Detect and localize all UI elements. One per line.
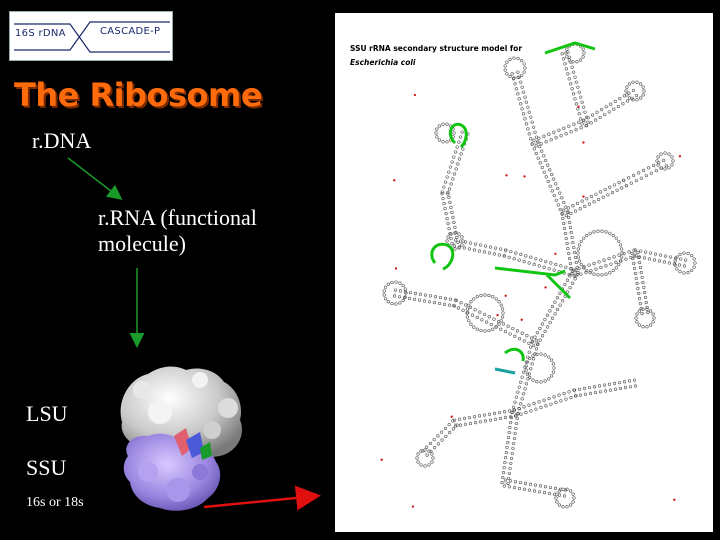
slide-title: The Ribosome <box>14 76 263 114</box>
ribosome-graphic <box>120 366 243 511</box>
structure-organism: Escherichia coli <box>350 58 416 67</box>
cascade-logo: 16S rDNA CASCADE-P <box>9 11 173 61</box>
ribosome-image <box>108 360 250 522</box>
svalue-label: 16s or 18s <box>26 495 84 510</box>
arrow-ssu-to-structure <box>203 485 321 511</box>
ssu-label: SSU <box>26 455 67 480</box>
logo-graphic <box>14 21 170 53</box>
lsu-label: LSU <box>26 401 68 426</box>
rdna-label: r.DNA <box>32 128 92 153</box>
arrow-rdna-to-rrna <box>67 157 123 200</box>
logo-left-text: 16S rDNA <box>15 28 66 39</box>
logo-right-text: CASCADE-P <box>100 26 161 37</box>
secondary-structure-panel <box>335 13 713 532</box>
rrna-label-line2: molecule) <box>98 231 186 256</box>
rrna-label-line1: r.RNA (functional <box>98 205 257 230</box>
secondary-structure-diagram <box>380 41 697 509</box>
structure-header: SSU rRNA secondary structure model for <box>350 44 523 53</box>
